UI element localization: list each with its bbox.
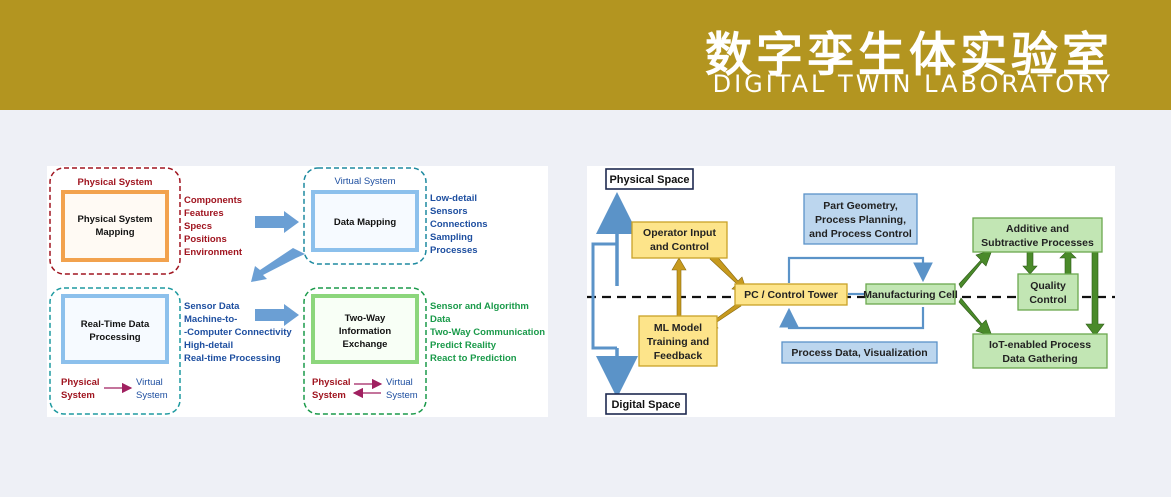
ml-to-operator-arrow: [671, 257, 687, 317]
virtual-item: Low-detail: [430, 193, 477, 204]
realtime-physical-label-line2: System: [61, 390, 95, 401]
two-way-item: Two-Way Communication: [430, 327, 545, 338]
realtime-physical-label-line1: Physical: [61, 377, 100, 388]
realtime-processing-box: [61, 294, 169, 364]
iot-line2: Data Gathering: [1002, 353, 1077, 365]
quality-control-box: [1017, 273, 1079, 311]
physical-system-mapping-label-line2: Mapping: [95, 227, 134, 238]
diagonal-arrow: [251, 248, 305, 282]
pc-to-manufacturing-loop: [787, 256, 933, 283]
two-way-virtual-label-line1: Virtual: [386, 377, 413, 388]
virtual-item: Processes: [430, 245, 478, 256]
iot-line1: IoT-enabled Process: [989, 339, 1091, 351]
part-geometry-box: [803, 193, 918, 245]
part-geometry-line2: Process Planning,: [815, 214, 906, 226]
two-way-item: Sensor and Algorithm: [430, 301, 529, 312]
digital-space-label-box: [605, 393, 687, 415]
two-way-label-line3: Exchange: [343, 339, 388, 350]
realtime-processing-group: Real-Time Data Processing Physical Syste…: [49, 287, 292, 415]
realtime-dashed-frame: [49, 287, 181, 415]
virtual-system-tag: Virtual System: [334, 176, 395, 187]
manufacturing-flow-diagram: Physical Space Digital Space Operator In…: [587, 166, 1115, 417]
virtual-item: Sensors: [430, 206, 468, 217]
two-way-physical-label-line1: Physical: [312, 377, 351, 388]
physical-space-label-box: [605, 168, 694, 190]
process-data-label: Process Data, Visualization: [791, 347, 927, 359]
data-mapping-label: Data Mapping: [334, 217, 396, 228]
additive-subtractive-box: [972, 217, 1103, 253]
two-way-item: React to Prediction: [430, 353, 517, 364]
additive-to-iot-arrow: [1085, 251, 1105, 337]
quality-to-additive-arrow: [1059, 249, 1077, 275]
realtime-item: Real-time Processing: [184, 353, 281, 364]
header-banner: 数字孪生体实验室 DIGITAL TWIN LABORATORY: [0, 0, 1171, 110]
manufacturing-cell-label: Manufacturing Cell: [863, 289, 958, 301]
pc-control-tower-label: PC / Control Tower: [744, 289, 838, 301]
lab-title-chinese: 数字孪生体实验室: [705, 28, 1113, 83]
realtime-virtual-label-line1: Virtual: [136, 377, 163, 388]
realtime-item: Sensor Data: [184, 301, 240, 312]
additive-to-quality-arrow: [1022, 251, 1038, 275]
pc-control-tower-box: [734, 283, 848, 306]
two-way-exchange-box: [311, 294, 419, 364]
physical-system-mapping-box: [61, 190, 169, 262]
physical-item: Specs: [184, 221, 212, 232]
additive-line1: Additive and: [1006, 223, 1069, 235]
two-way-item: Predict Reality: [430, 340, 497, 351]
process-data-box: [781, 341, 938, 364]
ml-model-line3: Feedback: [654, 350, 703, 362]
physical-system-tag: Physical System: [78, 177, 153, 188]
ml-model-line2: Training and: [647, 336, 709, 348]
virtual-system-dashed-frame: [303, 167, 427, 265]
manufacturing-cell-box: [865, 283, 956, 305]
right-arrow-bottom: [255, 304, 299, 326]
quality-control-line2: Control: [1029, 294, 1066, 306]
iot-data-gathering-box: [972, 333, 1108, 369]
two-way-physical-label-line2: System: [312, 390, 346, 401]
quality-control-line1: Quality: [1030, 280, 1066, 292]
physical-system-mapping-label-line1: Physical System: [78, 214, 153, 225]
iot-to-manufacturing-arrow: [958, 297, 993, 337]
virtual-system-group: Virtual System Data Mapping Low-detail S…: [303, 167, 488, 265]
right-arrow-top: [255, 211, 299, 233]
physical-space-label: Physical Space: [609, 174, 689, 186]
physical-item: Environment: [184, 247, 243, 258]
two-way-virtual-label-line2: System: [386, 390, 418, 401]
digital-space-label: Digital Space: [611, 399, 680, 411]
physical-item: Features: [184, 208, 224, 219]
lab-title-english: DIGITAL TWIN LABORATORY: [712, 70, 1113, 98]
operator-input-line2: and Control: [650, 241, 709, 253]
additive-line2: Subtractive Processes: [981, 237, 1094, 249]
physical-system-group: Physical System Physical System Mapping …: [49, 167, 243, 275]
two-way-dashed-frame: [303, 287, 427, 415]
operator-input-line1: Operator Input: [643, 227, 716, 239]
realtime-item: Machine-to-: [184, 314, 237, 325]
part-geometry-line3: and Process Control: [809, 228, 912, 240]
operator-input-box: [631, 221, 728, 259]
two-way-exchange-group: Two-Way Information Exchange Physical Sy…: [303, 287, 545, 415]
physical-item: Positions: [184, 234, 227, 245]
two-way-label-line2: Information: [339, 326, 391, 337]
ml-model-box: [638, 315, 718, 367]
manufacturing-to-additive-arrow: [958, 249, 993, 289]
two-way-label-line1: Two-Way: [345, 313, 386, 324]
realtime-label-line2: Processing: [89, 332, 140, 343]
digital-twin-concept-diagram: Physical System Physical System Mapping …: [47, 166, 548, 417]
physical-system-dashed-frame: [49, 167, 181, 275]
realtime-virtual-label-line2: System: [136, 390, 168, 401]
space-bracket-line: [591, 212, 619, 350]
manufacturing-to-pc-loop: [779, 307, 925, 330]
realtime-label-line1: Real-Time Data: [81, 319, 150, 330]
two-way-item: Data: [430, 314, 451, 325]
realtime-item: -Computer Connectivity: [184, 327, 292, 338]
virtual-item: Connections: [430, 219, 488, 230]
realtime-item: High-detail: [184, 340, 233, 351]
ml-model-line1: ML Model: [654, 322, 702, 334]
virtual-item: Sampling: [430, 232, 473, 243]
part-geometry-line1: Part Geometry,: [823, 200, 898, 212]
physical-item: Components: [184, 195, 242, 206]
data-mapping-box: [311, 190, 419, 252]
